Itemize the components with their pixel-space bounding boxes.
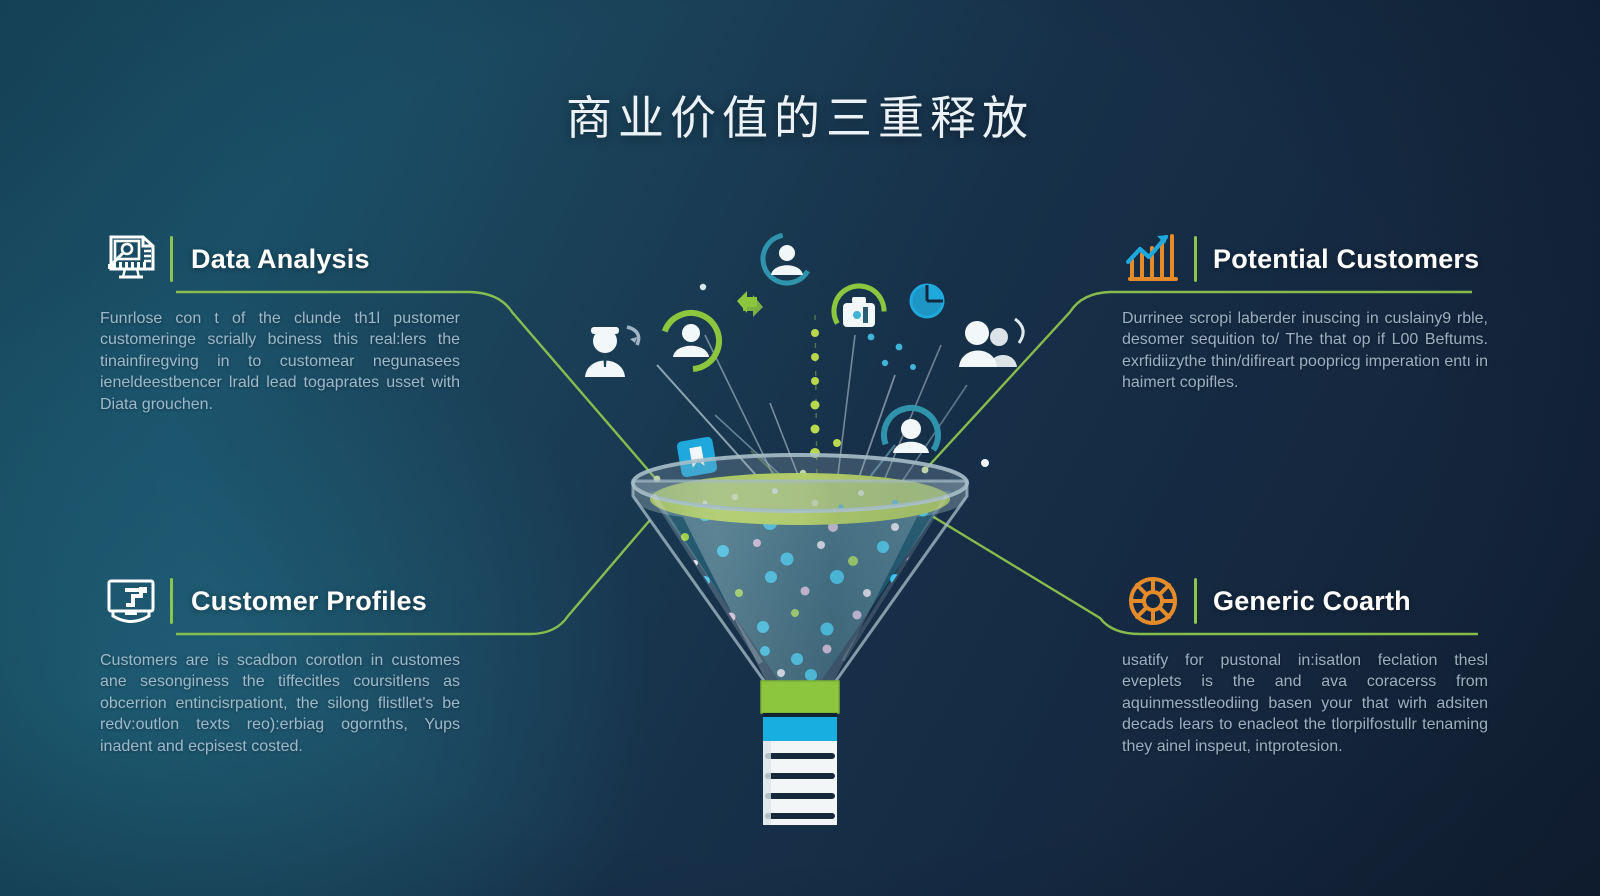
body-data-analysis: Funrlose con t of the clunde th1l pustom… xyxy=(100,310,460,413)
node-icon-user-circle-top xyxy=(760,232,814,286)
document-chart-magnifier-icon xyxy=(100,230,162,288)
heading-potential-customers: Potential Customers xyxy=(1213,243,1480,274)
connector-top-right xyxy=(924,290,1472,471)
funnel-spout xyxy=(763,741,837,825)
profile-screen-shield-icon xyxy=(100,572,162,630)
funnel-band-cyan xyxy=(763,715,837,741)
block-header: Data Analysis xyxy=(100,228,460,290)
node-icon-pie-chart xyxy=(909,283,945,319)
node-icon-user-group-left xyxy=(660,310,723,372)
block-potential-customers: Potential Customers Durrinee scropi labe… xyxy=(1122,228,1488,394)
bar-chart-growth-arrow-icon xyxy=(1122,230,1184,288)
page-title: 商业价值的三重释放 xyxy=(566,92,1034,144)
node-icon-refresh-arrows xyxy=(737,291,763,317)
block-data-analysis: Data Analysis Funrlose con t of the clun… xyxy=(100,228,460,415)
body-generic-coarth: usatify for pustonal in:isatlon feclatio… xyxy=(1122,652,1488,755)
funnel-body xyxy=(631,453,969,687)
node-icon-businessman-far-left xyxy=(585,325,641,377)
block-header: Potential Customers xyxy=(1122,228,1488,290)
connector-top-left xyxy=(176,290,656,479)
heading-accent-bar xyxy=(1194,236,1197,282)
connector-bottom-left xyxy=(176,519,651,636)
heading-accent-bar xyxy=(170,578,173,624)
block-header: Generic Coarth xyxy=(1122,570,1488,632)
funnel-band-green xyxy=(761,681,839,713)
data-funnel-illustration xyxy=(585,232,1025,825)
block-generic-coarth: Generic Coarth usatify for pustonal in:i… xyxy=(1122,570,1488,757)
block-customer-profiles: Customer Profiles Customers are is scadb… xyxy=(100,570,460,757)
heading-data-analysis: Data Analysis xyxy=(191,243,370,274)
heading-generic-coarth: Generic Coarth xyxy=(1213,585,1411,616)
wheel-gear-icon xyxy=(1122,572,1184,630)
heading-customer-profiles: Customer Profiles xyxy=(191,585,427,616)
body-customer-profiles: Customers are is scadbon corotlon in cus… xyxy=(100,652,460,755)
connector-bottom-right xyxy=(931,514,1478,636)
heading-accent-bar xyxy=(170,236,173,282)
block-header: Customer Profiles xyxy=(100,570,460,632)
node-icon-briefcase xyxy=(831,283,887,339)
node-icon-users-right xyxy=(959,317,1025,367)
body-potential-customers: Durrinee scropi laberder inuscing in cus… xyxy=(1122,310,1488,392)
connector-dot xyxy=(921,466,929,474)
heading-accent-bar xyxy=(1194,578,1197,624)
